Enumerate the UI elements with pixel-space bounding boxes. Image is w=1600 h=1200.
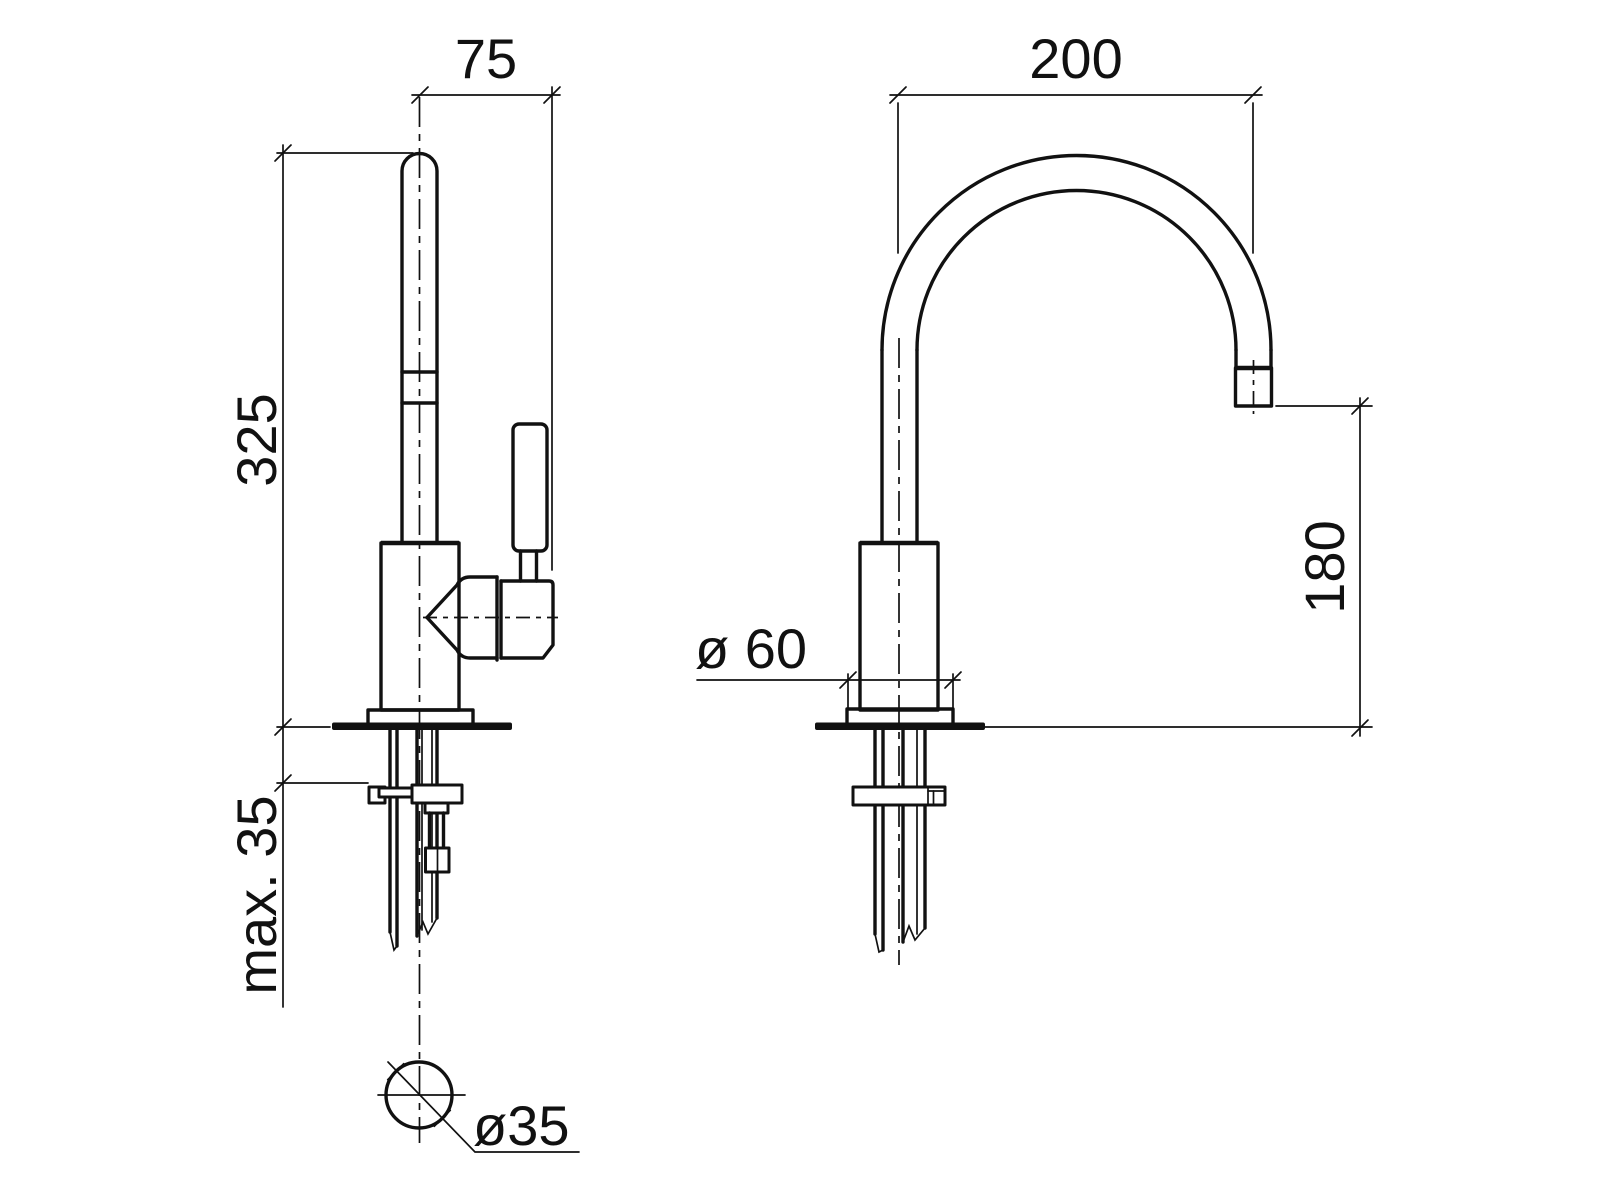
supply-flange bbox=[423, 801, 450, 815]
dimension-200: 200 bbox=[889, 27, 1263, 254]
dimension-75-label: 75 bbox=[455, 27, 517, 90]
leader-tick bbox=[386, 1062, 405, 1081]
dimension-tick bbox=[889, 86, 907, 104]
dimension-325-label: 325 bbox=[225, 393, 288, 486]
dimension-75: 75 bbox=[411, 27, 561, 571]
front-view-underdeck bbox=[851, 728, 947, 954]
gooseneck-inner-arc bbox=[915, 188, 1238, 352]
shank-break-end bbox=[416, 917, 438, 937]
dimension-max35-label: max. 35 bbox=[225, 795, 288, 994]
cartridge-cap bbox=[499, 579, 555, 660]
front-view: 200 180 ø 60 bbox=[695, 27, 1373, 965]
dimension-tick bbox=[1244, 86, 1262, 104]
spout-tube-outline bbox=[400, 151, 439, 545]
dimension-base-diameter-label: ø 60 bbox=[695, 617, 807, 680]
dimension-base-diameter: ø 60 bbox=[695, 617, 962, 710]
shank-break-end bbox=[902, 923, 926, 943]
rod-break-end bbox=[389, 931, 398, 952]
side-view: 75 325 max. 35 ø35 bbox=[225, 27, 580, 1157]
mounting-washer bbox=[377, 786, 415, 799]
leader-tick bbox=[433, 1109, 452, 1128]
side-view-underdeck bbox=[367, 728, 464, 952]
hole-leader-line bbox=[387, 1061, 580, 1153]
dimension-200-label: 200 bbox=[1029, 27, 1122, 90]
base-flange bbox=[366, 708, 475, 726]
dimension-180: 180 bbox=[1275, 397, 1373, 737]
mounting-nut-front bbox=[851, 785, 947, 807]
deck-plate-front bbox=[815, 722, 985, 730]
deck-plate bbox=[332, 722, 512, 730]
dimension-tick bbox=[1351, 719, 1369, 737]
dimension-tick bbox=[411, 86, 429, 104]
valve-cone-top bbox=[425, 575, 499, 620]
handle-grip bbox=[511, 422, 549, 553]
rod-break-end bbox=[874, 933, 884, 954]
mounting-nut bbox=[410, 783, 464, 805]
base-flange-front bbox=[845, 707, 955, 726]
dimension-hole-diameter-label: ø35 bbox=[473, 1094, 570, 1157]
mounting-hole-detail bbox=[377, 1060, 580, 1153]
valve-cone-bottom bbox=[425, 615, 499, 660]
dimension-180-label: 180 bbox=[1293, 520, 1356, 613]
gooseneck-outer-arc bbox=[880, 153, 1273, 352]
dimension-325-and-max35: 325 max. 35 bbox=[225, 144, 414, 1008]
